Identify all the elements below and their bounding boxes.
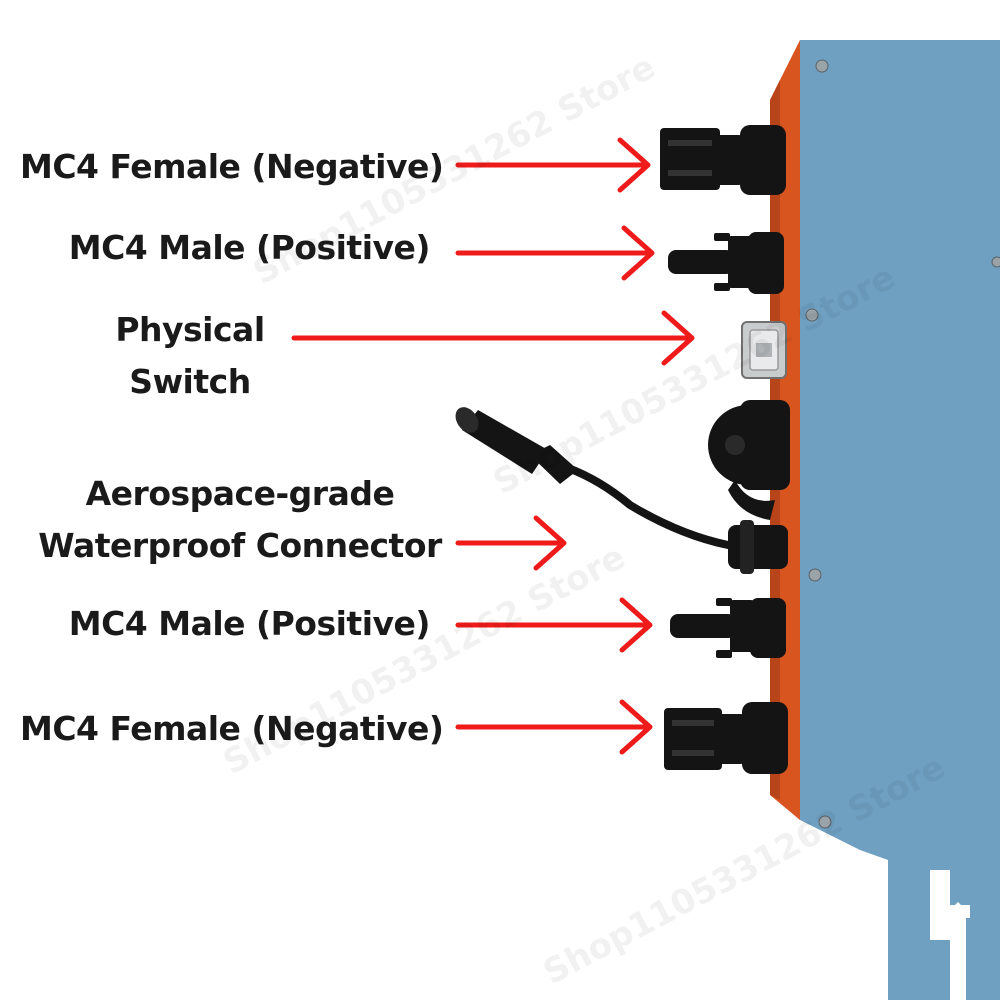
screw-2 bbox=[805, 308, 819, 322]
connector-mc4-male-top bbox=[668, 232, 784, 294]
label-mc4-female-bottom: MC4 Female (Negative) bbox=[20, 709, 444, 748]
arrow-mc4-female-top bbox=[455, 137, 651, 193]
ac-output-cap bbox=[708, 400, 790, 520]
screw-3 bbox=[808, 568, 822, 582]
waterproof-connector-cable bbox=[455, 407, 788, 574]
blue-panel bbox=[800, 40, 1000, 1000]
label-mc4-male-bottom: MC4 Male (Positive) bbox=[68, 604, 431, 643]
label-physical-switch-line2: Switch bbox=[129, 362, 251, 401]
label-waterproof-line2: Waterproof Connector bbox=[38, 526, 442, 565]
connector-mc4-female-bottom bbox=[664, 702, 788, 774]
label-mc4-male-top: MC4 Male (Positive) bbox=[68, 228, 431, 267]
arrow-waterproof-connector bbox=[455, 515, 567, 571]
arrow-mc4-male-top bbox=[455, 225, 655, 281]
label-physical-switch-line1: Physical bbox=[115, 310, 265, 349]
connector-mc4-male-bottom bbox=[670, 598, 786, 658]
label-physical-switch: Physical Switch bbox=[100, 304, 280, 408]
arrow-physical-switch bbox=[291, 310, 695, 366]
connector-mc4-female-top bbox=[660, 125, 786, 195]
physical-switch bbox=[741, 321, 787, 379]
screw-5 bbox=[991, 256, 1000, 268]
bracket-slot-2 bbox=[930, 905, 970, 918]
arrows bbox=[291, 137, 695, 755]
arrow-mc4-male-bottom bbox=[455, 597, 653, 653]
label-waterproof-connector: Aerospace-grade Waterproof Connector bbox=[30, 468, 450, 572]
arrow-mc4-female-bottom bbox=[455, 699, 653, 755]
label-waterproof-line1: Aerospace-grade bbox=[85, 474, 395, 513]
screw-1 bbox=[815, 59, 829, 73]
screw-4 bbox=[818, 815, 832, 829]
label-mc4-female-top: MC4 Female (Negative) bbox=[20, 147, 444, 186]
